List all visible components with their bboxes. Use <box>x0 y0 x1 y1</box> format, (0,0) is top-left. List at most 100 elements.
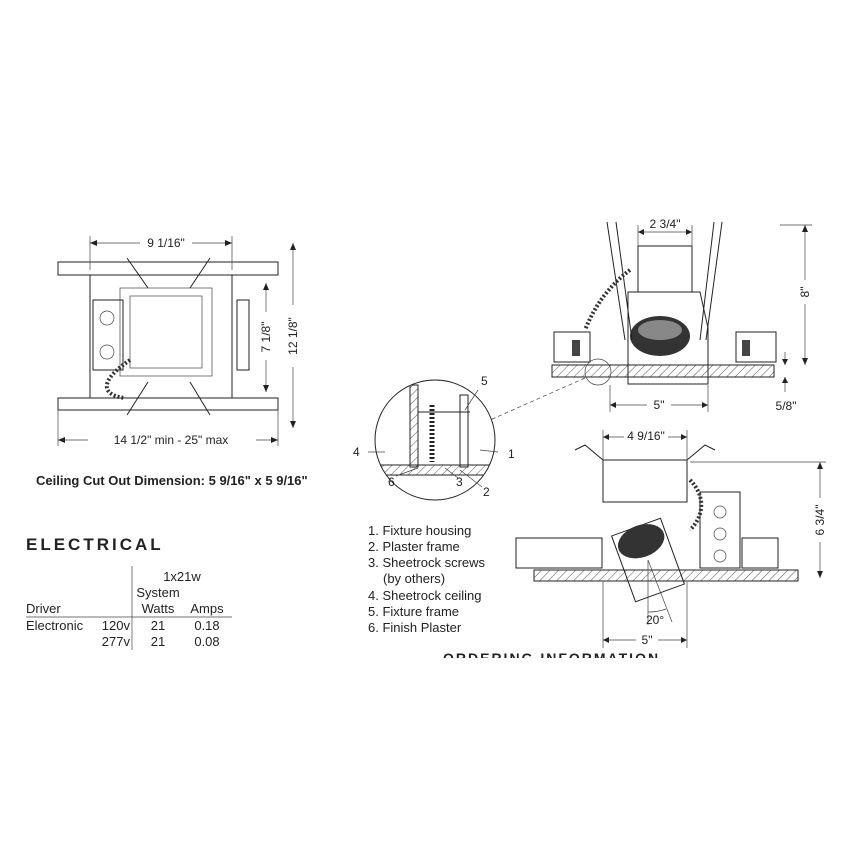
heat-sink-top <box>638 320 682 340</box>
callout-2: 2 <box>483 485 490 499</box>
adjust-junction-box <box>699 491 741 569</box>
dim-arrows <box>638 229 692 235</box>
knockout-1 <box>99 310 115 326</box>
hanger-hook <box>686 444 716 461</box>
dim-bg <box>811 498 829 542</box>
legend-item: 6. Finish Plaster <box>368 620 462 635</box>
side-bottom-dim: 5" <box>654 398 665 412</box>
housing-outline <box>119 287 213 377</box>
adjust-bottom-dim: 5" <box>642 633 653 647</box>
dim-bg <box>796 280 814 304</box>
legend-item: (by others) <box>383 571 445 586</box>
ordering-heading: ORDERING INFORMATION <box>443 650 660 666</box>
electrical-heading: ELECTRICAL <box>26 535 164 554</box>
callout-3: 3 <box>456 475 463 489</box>
adjust-bracket-right <box>741 537 779 569</box>
side-view: 2 3/4" 8" 5/8" 5" <box>489 216 814 421</box>
legend-item: 1. Fixture housing <box>368 523 471 538</box>
hanger-wire <box>705 221 723 341</box>
fixture-housing <box>627 291 709 385</box>
col-system: System <box>136 585 179 600</box>
bracket-line <box>126 381 149 416</box>
callout-1: 1 <box>508 447 515 461</box>
right-junction-box <box>735 331 777 363</box>
col-watts: Watts <box>142 601 175 616</box>
callout-leader <box>395 467 419 477</box>
callout-5: 5 <box>481 374 488 388</box>
adjust-height-dim: 6 3/4" <box>813 505 827 536</box>
bracket-line <box>126 257 149 289</box>
angle-label: 20° <box>646 613 664 627</box>
config-label: 1x21w <box>163 569 201 584</box>
top-hanger-bar <box>57 261 279 276</box>
adjust-bracket <box>515 537 603 569</box>
left-junction-box <box>553 331 591 363</box>
adjust-view: 20° 4 9/16" 6 3/4" 5" <box>515 428 829 648</box>
dim-bg <box>256 312 276 360</box>
callout-leader <box>464 389 479 411</box>
hanger-wire <box>699 221 715 341</box>
legend-item: 4. Sheetrock ceiling <box>368 588 481 603</box>
dim-bg <box>283 305 303 367</box>
driver-box <box>637 245 693 293</box>
adjust-top-dim: 4 9/16" <box>627 429 665 443</box>
ordering-fragment: ORDERING INFORMATION <box>443 650 660 666</box>
side-top-dim: 2 3/4" <box>650 217 681 231</box>
bar-dim-label: 14 1/2" min - 25" max <box>114 433 229 447</box>
legend-item: 5. Fixture frame <box>368 604 459 619</box>
callout-leader <box>479 449 499 453</box>
callout-6: 6 <box>388 475 395 489</box>
detail-circle <box>374 379 496 501</box>
detail-leader <box>489 377 586 421</box>
ceiling-section <box>551 364 775 378</box>
hanger-wire <box>615 221 633 341</box>
row-watts: 21 <box>151 618 165 633</box>
knockout <box>713 527 727 541</box>
junction-box <box>92 299 124 371</box>
ceiling-dim: 5/8" <box>776 399 797 413</box>
mounting-plate <box>89 274 233 399</box>
adjust-ceiling <box>533 569 799 582</box>
adjust-driver-box <box>602 459 688 503</box>
legend-item: 2. Plaster frame <box>368 539 460 554</box>
angle-arc <box>647 608 667 613</box>
detail-frame <box>409 384 419 468</box>
detail-housing <box>459 394 469 468</box>
side-tab <box>236 299 250 371</box>
flex-conduit <box>104 358 132 400</box>
knockout-2 <box>99 344 115 360</box>
dim-arrows <box>782 359 788 383</box>
row-amps: 0.08 <box>194 634 219 649</box>
knockout <box>713 549 727 563</box>
width-dim-label: 9 1/16" <box>147 236 185 250</box>
angle-line <box>647 559 673 623</box>
side-height-dim: 8" <box>798 287 812 298</box>
callout-leader <box>459 469 483 488</box>
dim-bg <box>624 428 668 443</box>
housing-inner <box>129 295 203 369</box>
detail-ceiling <box>375 464 495 476</box>
bracket-line <box>189 381 211 416</box>
col-amps: Amps <box>190 601 224 616</box>
dim-bg <box>645 216 685 230</box>
knockout <box>713 505 727 519</box>
dim-bg <box>140 235 192 251</box>
row-driver: Electronic <box>26 618 84 633</box>
top-view: 9 1/16" 7 1/8" 12 1/8" 14 1/2" min - 25"… <box>57 235 303 448</box>
connector <box>742 340 750 356</box>
bracket-line <box>189 257 211 289</box>
electrical-section: ELECTRICAL 1x21w System Driver Watts Amp… <box>26 535 232 650</box>
bottom-hanger-bar <box>57 397 279 411</box>
hanger-hook <box>574 444 604 461</box>
detail-view: 5 1 2 3 4 6 <box>353 374 515 501</box>
tilted-heat-sink <box>617 524 665 559</box>
connector <box>572 340 580 356</box>
dim-bg <box>88 432 256 448</box>
detail-marker <box>584 358 612 386</box>
row-voltage: 120v <box>102 618 131 633</box>
callout-leader <box>444 467 459 479</box>
col-driver: Driver <box>26 601 61 616</box>
detail-legend: 1. Fixture housing 2. Plaster frame 3. S… <box>368 523 486 635</box>
dim-bg <box>636 632 658 647</box>
